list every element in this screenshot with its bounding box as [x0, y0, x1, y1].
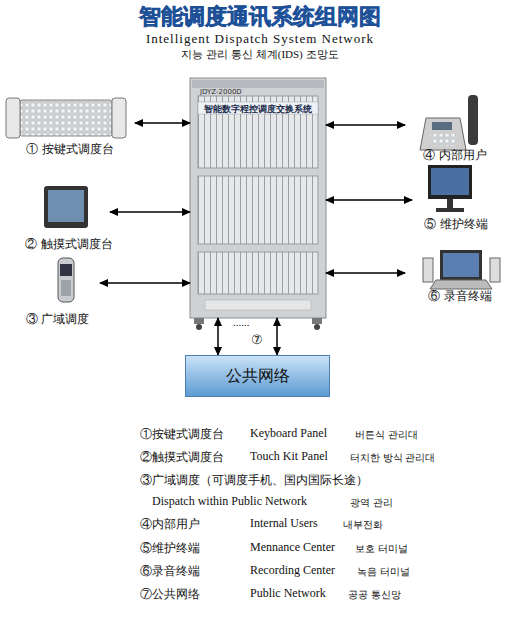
subtitle: 지능 관리 통신 체계(IDS) 조망도	[0, 47, 520, 62]
legend-cell: Recording Center	[250, 563, 335, 578]
terminal-device: ⑥ 录音终端	[405, 245, 515, 305]
legend-cell: ⑦公共网络	[140, 586, 200, 603]
legend-cell: 보호 터미널	[355, 542, 408, 556]
monitor-drawing	[428, 165, 472, 212]
network-box: 公共网络	[185, 355, 330, 397]
connector-arrow	[100, 282, 190, 284]
model-number: JDYZ-2000D	[200, 88, 242, 96]
callout-number: ⑦	[251, 332, 263, 348]
desk-phone-drawing	[420, 95, 478, 150]
laptop-drawing	[423, 250, 500, 289]
connector-arrow	[326, 124, 405, 126]
device-label: ④ 内部用户	[405, 147, 505, 164]
terminal-device: ③ 广域调度	[15, 256, 100, 328]
connector-arrow	[110, 211, 190, 213]
legend-cell: ⑤维护终端	[140, 540, 200, 557]
legend-cell: 녹음 터미널	[357, 565, 410, 579]
legend-cell: 광역 관리	[350, 496, 393, 510]
terminal-device: ② 触摸式调度台	[25, 183, 110, 253]
legend-cell: Touch Kit Panel	[250, 449, 328, 464]
network-label: 公共网络	[226, 366, 290, 387]
legend-cell: Public Network	[250, 586, 326, 601]
legend-cell: 터치한 방식 관리대	[350, 451, 435, 465]
device-label: ⑥ 录音终端	[405, 288, 515, 305]
callout-number: ......	[233, 316, 250, 328]
terminal-device: ① 按键式调度台	[5, 95, 135, 158]
legend-cell: 내부전화	[343, 518, 383, 532]
device-label: ② 触摸式调度台	[25, 236, 110, 253]
legend-cell: Dispatch within Public Network	[152, 494, 307, 509]
legend-cell: 공공 통신망	[348, 588, 401, 602]
device-label: ③ 广域调度	[15, 311, 100, 328]
legend-cell: Internal Users	[250, 516, 318, 531]
legend-cell: ①按键式调度台	[140, 426, 224, 443]
device-label: ① 按键式调度台	[5, 141, 135, 158]
cabinet-drawing	[190, 78, 326, 330]
mobile-phone-drawing	[58, 258, 74, 302]
subtitle: Intelligent Dispatch System Network	[0, 31, 520, 47]
legend-cell: ③广域调度（可调度手机、国内国际长途）	[140, 472, 368, 489]
connector-arrow	[326, 199, 412, 201]
legend-cell: ②触摸式调度台	[140, 449, 224, 466]
legend-cell: Mennance Center	[250, 540, 335, 555]
connector-arrow	[326, 272, 405, 274]
connector-arrow	[217, 318, 219, 355]
touch-panel-drawing	[44, 186, 88, 228]
legend-cell: 버튼식 관리대	[355, 428, 418, 442]
diagram-title: 智能调度通讯系统组网图	[0, 2, 520, 32]
terminal-device: ⑤ 维护终端	[412, 163, 500, 233]
legend-cell: ④内部用户	[140, 516, 200, 533]
connector-arrow	[135, 122, 190, 124]
legend-cell: ⑥录音终端	[140, 563, 200, 580]
terminal-device: ④ 内部用户	[405, 92, 505, 164]
device-label: ⑤ 维护终端	[412, 216, 500, 233]
connector-arrow	[276, 318, 278, 355]
keyboard-console-drawing	[6, 98, 126, 138]
switch-cabinet: JDYZ-2000D 智能数字程控调度交换系统	[190, 78, 326, 318]
legend-cell: Keyboard Panel	[250, 426, 327, 441]
cabinet-nameplate: 智能数字程控调度交换系统	[190, 103, 326, 116]
